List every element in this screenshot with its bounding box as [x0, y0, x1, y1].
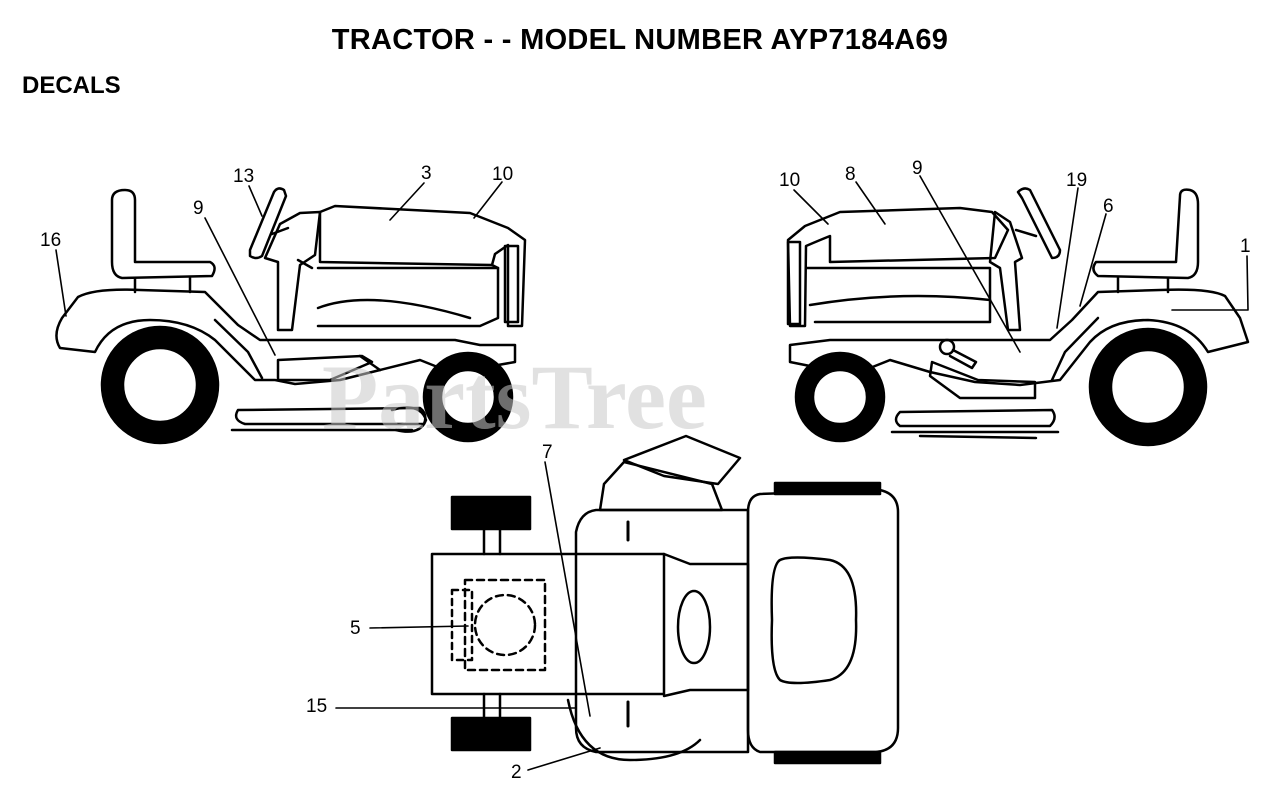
section-heading: DECALS	[22, 72, 121, 99]
callout-10-right: 10	[779, 170, 800, 191]
callout-2: 2	[511, 762, 522, 783]
watermark-text: PartsTree	[322, 346, 707, 448]
callout-6: 6	[1103, 196, 1114, 217]
callout-7: 7	[542, 442, 553, 463]
callout-3: 3	[421, 163, 432, 184]
callout-13: 13	[233, 166, 254, 187]
callout-5: 5	[350, 618, 361, 639]
callout-10-left: 10	[492, 164, 513, 185]
tractor-left-side-view	[55, 187, 527, 445]
callout-numbers: 16 9 13 3 10 10 8 9 19 6 1 7 5 15 2	[40, 158, 1251, 783]
tractor-top-view	[430, 434, 900, 765]
callout-1: 1	[1240, 236, 1251, 257]
callout-9-left: 9	[193, 198, 204, 219]
diagram-title: TRACTOR - - MODEL NUMBER AYP7184A69	[331, 24, 949, 56]
tractor-right-side-view	[786, 187, 1250, 447]
callout-16: 16	[40, 230, 61, 251]
callout-leader-lines	[55, 175, 1249, 771]
callout-9-right: 9	[912, 158, 923, 179]
callout-15: 15	[306, 696, 327, 717]
callout-8: 8	[845, 164, 856, 185]
callout-19: 19	[1066, 170, 1087, 191]
